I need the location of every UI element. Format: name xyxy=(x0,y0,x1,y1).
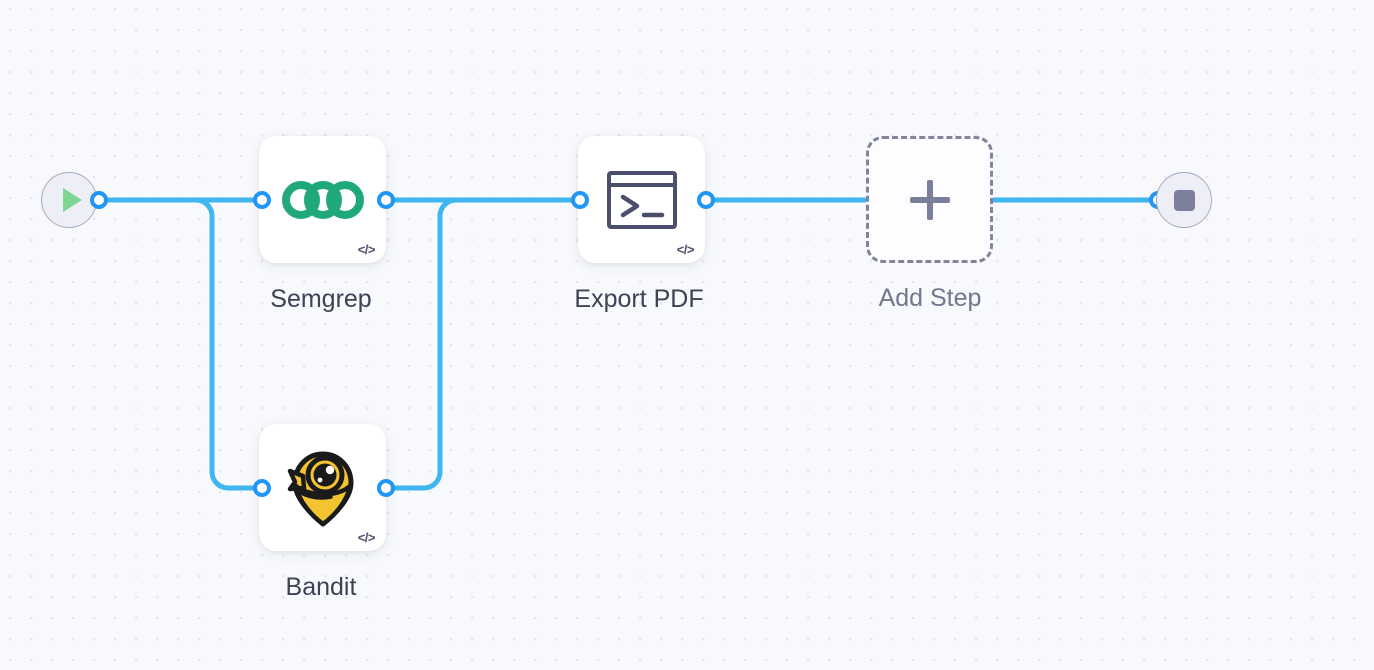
add-step-button[interactable] xyxy=(866,136,993,263)
step-label-bandit: Bandit xyxy=(285,573,357,601)
plus-icon-vertical xyxy=(926,179,933,220)
step-label-semgrep: Semgrep xyxy=(270,285,372,313)
start-output-port[interactable] xyxy=(90,191,108,209)
bandit-output-port[interactable] xyxy=(377,479,395,497)
semgrep-output-port[interactable] xyxy=(377,191,395,209)
stop-icon xyxy=(1173,189,1195,211)
edge-bandit-to-exportpdf xyxy=(383,197,583,491)
code-badge-icon: </> xyxy=(676,242,695,257)
play-icon xyxy=(63,188,82,212)
step-label-export-pdf: Export PDF xyxy=(574,285,704,313)
step-node-semgrep[interactable]: </> xyxy=(259,136,386,263)
start-node[interactable] xyxy=(41,172,97,228)
export-pdf-input-port[interactable] xyxy=(571,191,589,209)
bandit-logo-icon xyxy=(259,424,386,551)
terminal-icon xyxy=(578,136,705,263)
step-node-export-pdf[interactable]: </> xyxy=(578,136,705,263)
bandit-input-port[interactable] xyxy=(253,479,271,497)
code-badge-icon: </> xyxy=(357,530,376,545)
code-badge-icon: </> xyxy=(357,242,376,257)
edge-start-to-bandit xyxy=(147,197,265,491)
add-step-label: Add Step xyxy=(878,284,982,312)
step-node-bandit[interactable]: </> xyxy=(259,424,386,551)
export-pdf-output-port[interactable] xyxy=(697,191,715,209)
semgrep-logo-icon xyxy=(259,136,386,263)
end-node[interactable] xyxy=(1156,172,1212,228)
semgrep-input-port[interactable] xyxy=(253,191,271,209)
